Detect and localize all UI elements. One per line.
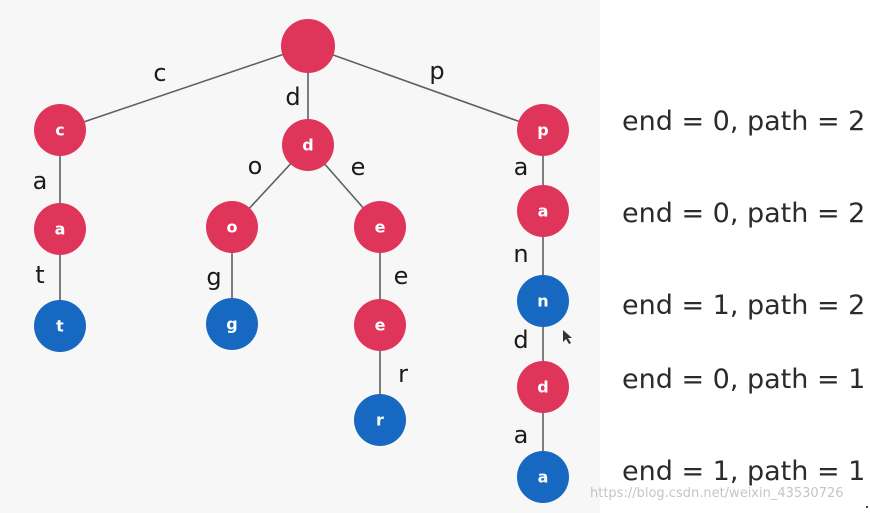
stat-line: end = 0, path = 1 — [622, 364, 866, 395]
trie-node: p — [517, 104, 569, 156]
stat-line: end = 1, path = 2 — [622, 290, 866, 321]
node-circle — [354, 299, 406, 351]
trie-end-node: r — [354, 394, 406, 446]
node-label: r — [376, 411, 384, 430]
trie-node: c — [34, 104, 86, 156]
node-label: d — [537, 378, 548, 397]
trie-node: d — [517, 361, 569, 413]
diagram-panel — [0, 0, 600, 513]
edge-label: e — [394, 262, 409, 290]
trie-node: a — [34, 203, 86, 255]
trie-node: e — [354, 299, 406, 351]
trie-edge — [307, 45, 544, 131]
node-circle — [282, 119, 334, 171]
trie-end-node: a — [517, 451, 569, 503]
edge-label: d — [285, 83, 300, 111]
node-circle — [354, 201, 406, 253]
edge-label: a — [514, 153, 529, 181]
node-label: o — [227, 218, 238, 237]
node-circle — [517, 451, 569, 503]
trie-end-node: n — [517, 275, 569, 327]
node-circle — [517, 361, 569, 413]
edge-label: c — [153, 59, 166, 87]
node-label: c — [55, 121, 64, 140]
trie-node: d — [282, 119, 334, 171]
edge-label: o — [248, 152, 263, 180]
edge-label: e — [351, 153, 366, 181]
mouse-cursor-icon — [563, 330, 572, 344]
trie-node: e — [354, 201, 406, 253]
node-label: a — [55, 220, 66, 239]
trie-end-node: g — [206, 298, 258, 350]
stat-line: end = 0, path = 2 — [622, 106, 866, 137]
dot — [866, 506, 868, 508]
node-label: p — [537, 121, 548, 140]
node-circle — [34, 104, 86, 156]
edge-label: a — [514, 421, 529, 449]
trie-end-node: t — [34, 300, 86, 352]
trie-node: a — [517, 185, 569, 237]
edge-label: r — [398, 360, 408, 388]
trie-root-node — [281, 19, 335, 73]
node-label: e — [375, 218, 386, 237]
node-label: t — [56, 317, 64, 336]
node-circle — [34, 203, 86, 255]
node-label: g — [226, 315, 237, 334]
node-circle — [34, 300, 86, 352]
edge-label: g — [206, 263, 221, 291]
node-label: a — [538, 202, 549, 221]
node-label: e — [375, 316, 386, 335]
edge-label: a — [33, 167, 48, 195]
node-circle — [517, 104, 569, 156]
node-label: d — [302, 136, 313, 155]
node-circle — [206, 298, 258, 350]
edge-label: n — [513, 240, 528, 268]
edge-label: t — [35, 261, 44, 289]
node-label: a — [538, 468, 549, 487]
watermark: https://blog.csdn.net/weixin_43530726 — [590, 486, 844, 501]
stats-panel — [600, 0, 870, 513]
node-circle — [517, 185, 569, 237]
stat-line: end = 0, path = 2 — [622, 198, 866, 229]
trie-node: o — [206, 201, 258, 253]
node-circle — [206, 201, 258, 253]
trie-edge — [59, 45, 309, 131]
edge-label: p — [429, 57, 444, 85]
node-label: n — [537, 292, 548, 311]
node-circle — [517, 275, 569, 327]
stat-line: end = 1, path = 1 — [622, 456, 866, 487]
edge-label: d — [513, 326, 528, 354]
node-circle — [354, 394, 406, 446]
